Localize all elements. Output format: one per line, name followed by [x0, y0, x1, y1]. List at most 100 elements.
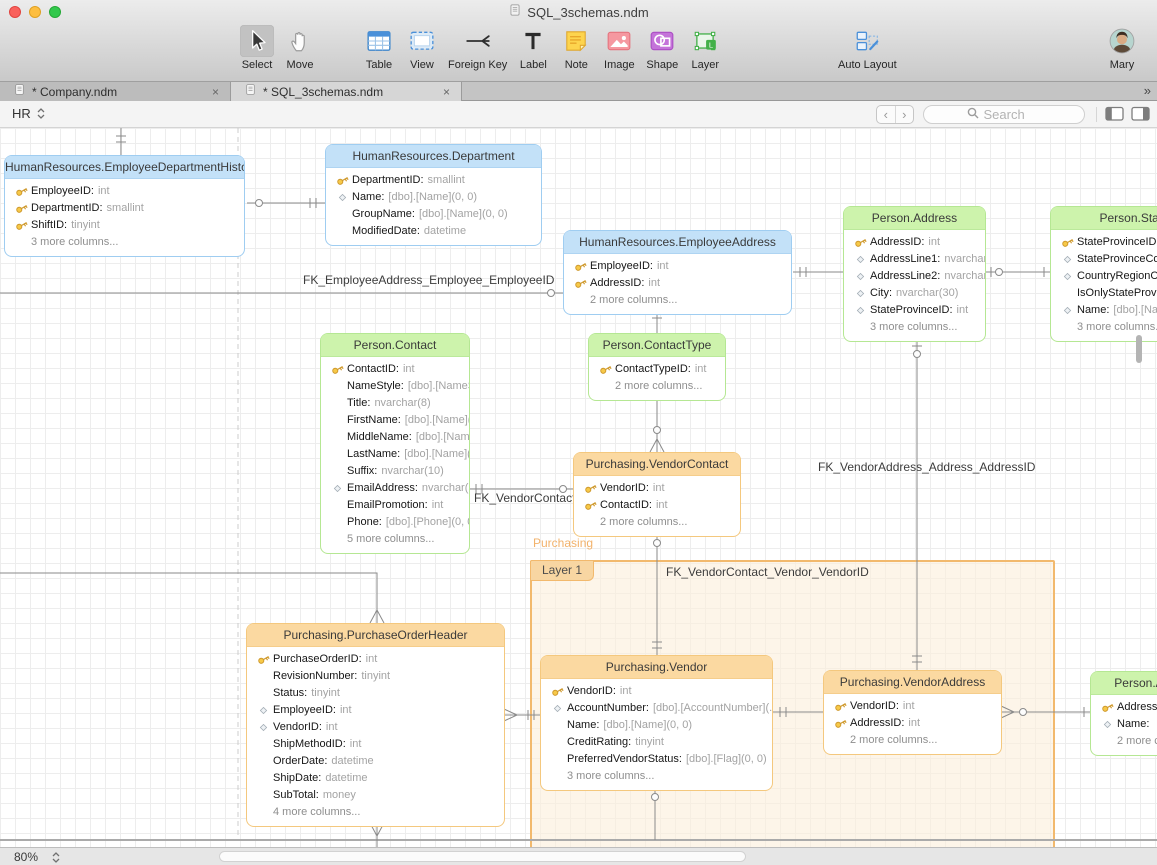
tool-shape[interactable]: Shape	[645, 25, 679, 71]
table-title[interactable]: Person.Contact	[321, 334, 469, 357]
table-title[interactable]: HumanResources.EmployeeAddress	[564, 231, 791, 254]
table-field[interactable]: PreferredVendorStatus:[dbo].[Flag](0, 0)	[541, 751, 772, 768]
table-field[interactable]: Name:[dbo].[Name](0, 0)	[326, 189, 541, 206]
fk-label-fk-employeeaddress-employee-employeeid[interactable]: FK_EmployeeAddress_Employee_EmployeeID	[303, 273, 555, 287]
table-field[interactable]: StateProvinceCode:	[1051, 251, 1157, 268]
table-field[interactable]: PurchaseOrderID:int	[247, 651, 504, 668]
table-title[interactable]: Purchasing.VendorAddress	[824, 671, 1001, 694]
table-field[interactable]: RevisionNumber:tinyint	[247, 668, 504, 685]
back-button[interactable]: ‹	[877, 106, 896, 123]
tool-move[interactable]: Move	[283, 25, 317, 71]
tab-company-ndm[interactable]: * Company.ndm×	[0, 82, 231, 101]
table-field[interactable]: VendorID:int	[247, 719, 504, 736]
table-field[interactable]: ShiftID:tinyint	[5, 217, 244, 234]
table-title[interactable]: Person.StateProvince	[1051, 207, 1157, 230]
table-field[interactable]: SubTotal:money	[247, 787, 504, 804]
table-field[interactable]: AddressLine1:nvarchar(...	[844, 251, 985, 268]
table-field[interactable]: AddressID:int	[564, 275, 791, 292]
close-icon[interactable]: ×	[442, 84, 450, 99]
table-field[interactable]: CountryRegionCode:	[1051, 268, 1157, 285]
table-field[interactable]: DepartmentID:smallint	[5, 200, 244, 217]
table-field[interactable]: ContactID:int	[574, 497, 740, 514]
table-title[interactable]: Person.ContactType	[589, 334, 725, 357]
tool-foreign-key[interactable]: Foreign Key	[448, 25, 507, 71]
more-columns[interactable]: 3 more columns...	[567, 770, 655, 782]
more-columns[interactable]: 3 more columns...	[1077, 321, 1157, 333]
tab-overflow-chevron-icon[interactable]: »	[1143, 83, 1151, 98]
table-field[interactable]: AddressTypeID:int	[1091, 699, 1157, 716]
more-columns[interactable]: 5 more columns...	[347, 533, 435, 545]
table-field[interactable]: StateProvinceID:int	[1051, 234, 1157, 251]
fk-label-fk-vendoraddress-address-addressid[interactable]: FK_VendorAddress_Address_AddressID	[818, 460, 1036, 474]
table-title[interactable]: HumanResources.Department	[326, 145, 541, 168]
diagram-canvas[interactable]: Layer 1 Purchasing FK_EmployeeAddress_Em…	[0, 128, 1157, 847]
toggle-right-panel-button[interactable]	[1131, 106, 1150, 127]
user-account-button[interactable]: Mary	[1105, 25, 1139, 71]
table-field[interactable]: CreditRating:tinyint	[541, 734, 772, 751]
tab-sql-3schemas-ndm[interactable]: * SQL_3schemas.ndm×	[231, 82, 462, 101]
table-field[interactable]: IsOnlyStateProvinceFlag:	[1051, 285, 1157, 302]
more-columns[interactable]: 2 more columns...	[850, 734, 938, 746]
table-field[interactable]: City:nvarchar(30)	[844, 285, 985, 302]
table-field[interactable]: AddressID:int	[844, 234, 985, 251]
table-field[interactable]: GroupName:[dbo].[Name](0, 0)	[326, 206, 541, 223]
more-columns[interactable]: 2 more columns...	[590, 294, 678, 306]
table-title[interactable]: Purchasing.PurchaseOrderHeader	[247, 624, 504, 647]
table-field[interactable]: VendorID:int	[824, 698, 1001, 715]
more-columns[interactable]: 2 more columns...	[600, 516, 688, 528]
table-field[interactable]: StateProvinceID:int	[844, 302, 985, 319]
table-field[interactable]: Suffix:nvarchar(10)	[321, 463, 469, 480]
tool-note[interactable]: Note	[559, 25, 593, 71]
table-field[interactable]: AccountNumber:[dbo].[AccountNumber](...	[541, 700, 772, 717]
fk-label-fk-vendorcontact-vendor-vendorid[interactable]: FK_VendorContact_Vendor_VendorID	[666, 565, 869, 579]
table-title[interactable]: HumanResources.EmployeeDepartmentHistory	[5, 156, 244, 179]
table-field[interactable]: LastName:[dbo].[Name](0,...	[321, 446, 469, 463]
tool-auto-layout[interactable]: Auto Layout	[838, 25, 897, 71]
table-field[interactable]: Name:[dbo].[Name](0, 0)	[1051, 302, 1157, 319]
horizontal-scrollbar-thumb[interactable]	[219, 851, 746, 862]
entity-table-person-stateprovince[interactable]: Person.StateProvinceStateProvinceID:intS…	[1050, 206, 1157, 342]
table-field[interactable]: EmailAddress:nvarchar(50)	[321, 480, 469, 497]
zoom-control[interactable]: 80%	[14, 850, 60, 864]
table-field[interactable]: DepartmentID:smallint	[326, 172, 541, 189]
more-columns[interactable]: 3 more columns...	[870, 321, 958, 333]
tool-view[interactable]: View	[405, 25, 439, 71]
table-field[interactable]: ContactID:int	[321, 361, 469, 378]
table-field[interactable]: FirstName:[dbo].[Name](0...	[321, 412, 469, 429]
tool-image[interactable]: Image	[602, 25, 636, 71]
table-field[interactable]: EmployeeID:int	[564, 258, 791, 275]
table-field[interactable]: OrderDate:datetime	[247, 753, 504, 770]
table-title[interactable]: Purchasing.Vendor	[541, 656, 772, 679]
tool-select[interactable]: Select	[240, 25, 274, 71]
table-field[interactable]: Status:tinyint	[247, 685, 504, 702]
zoom-window-button[interactable]	[49, 6, 61, 18]
table-title[interactable]: Person.Address	[844, 207, 985, 230]
table-field[interactable]: EmailPromotion:int	[321, 497, 469, 514]
table-field[interactable]: ModifiedDate:datetime	[326, 223, 541, 240]
close-window-button[interactable]	[9, 6, 21, 18]
table-title[interactable]: Purchasing.VendorContact	[574, 453, 740, 476]
close-icon[interactable]: ×	[211, 84, 219, 99]
table-field[interactable]: NameStyle:[dbo].[NameSt...	[321, 378, 469, 395]
zoom-stepper-icon[interactable]	[52, 851, 60, 863]
more-columns[interactable]: 2 more columns...	[1117, 735, 1157, 747]
table-title[interactable]: Person.AddressType	[1091, 672, 1157, 695]
tool-label[interactable]: Label	[516, 25, 550, 71]
toggle-left-panel-button[interactable]	[1105, 106, 1124, 127]
table-field[interactable]: AddressLine2:nvarchar(...	[844, 268, 985, 285]
table-field[interactable]: Phone:[dbo].[Phone](0, 0)	[321, 514, 469, 531]
table-field[interactable]: VendorID:int	[541, 683, 772, 700]
table-field[interactable]: EmployeeID:int	[247, 702, 504, 719]
minimize-window-button[interactable]	[29, 6, 41, 18]
entity-table-humanresources-employeedepartmenthistory[interactable]: HumanResources.EmployeeDepartmentHistory…	[4, 155, 245, 257]
layer-tab[interactable]: Layer 1	[530, 560, 595, 581]
more-columns[interactable]: 3 more columns...	[31, 236, 119, 248]
